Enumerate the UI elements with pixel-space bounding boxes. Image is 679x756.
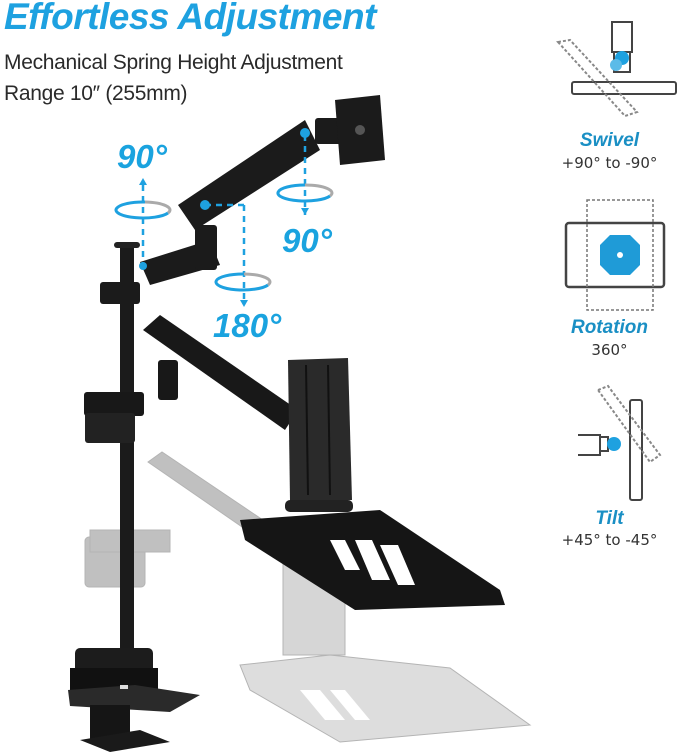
laptop-arm bbox=[84, 315, 298, 443]
feature-swivel-range: +90° to -90° bbox=[561, 154, 658, 172]
feature-tilt-title: Tilt bbox=[595, 508, 624, 529]
swivel-icon bbox=[556, 21, 677, 118]
tray-back-plate bbox=[288, 358, 352, 500]
subtitle-line-2: Range 10″ (255mm) bbox=[4, 82, 188, 105]
rotation-label-monitor: 90° bbox=[282, 222, 332, 259]
clamp-base bbox=[68, 648, 200, 752]
rotation-label-elbow: 180° bbox=[213, 307, 282, 344]
rotation-rings bbox=[114, 183, 334, 292]
feature-tilt-range: +45° to -45° bbox=[561, 531, 658, 549]
feature-rotation-range: 360° bbox=[591, 341, 628, 359]
feature-rotation-title: Rotation bbox=[570, 317, 649, 338]
pole bbox=[120, 242, 134, 672]
rotation-icon bbox=[564, 199, 666, 311]
subtitle-line-1: Mechanical Spring Height Adjustment bbox=[4, 51, 343, 74]
laptop-tray bbox=[240, 510, 505, 610]
feature-swivel-title: Swivel bbox=[579, 130, 640, 151]
rotation-label-pole: 90° bbox=[117, 138, 167, 175]
monitor-arm bbox=[100, 95, 385, 304]
tilt-icon bbox=[578, 384, 662, 501]
headline: Effortless Adjustment bbox=[4, 0, 376, 37]
